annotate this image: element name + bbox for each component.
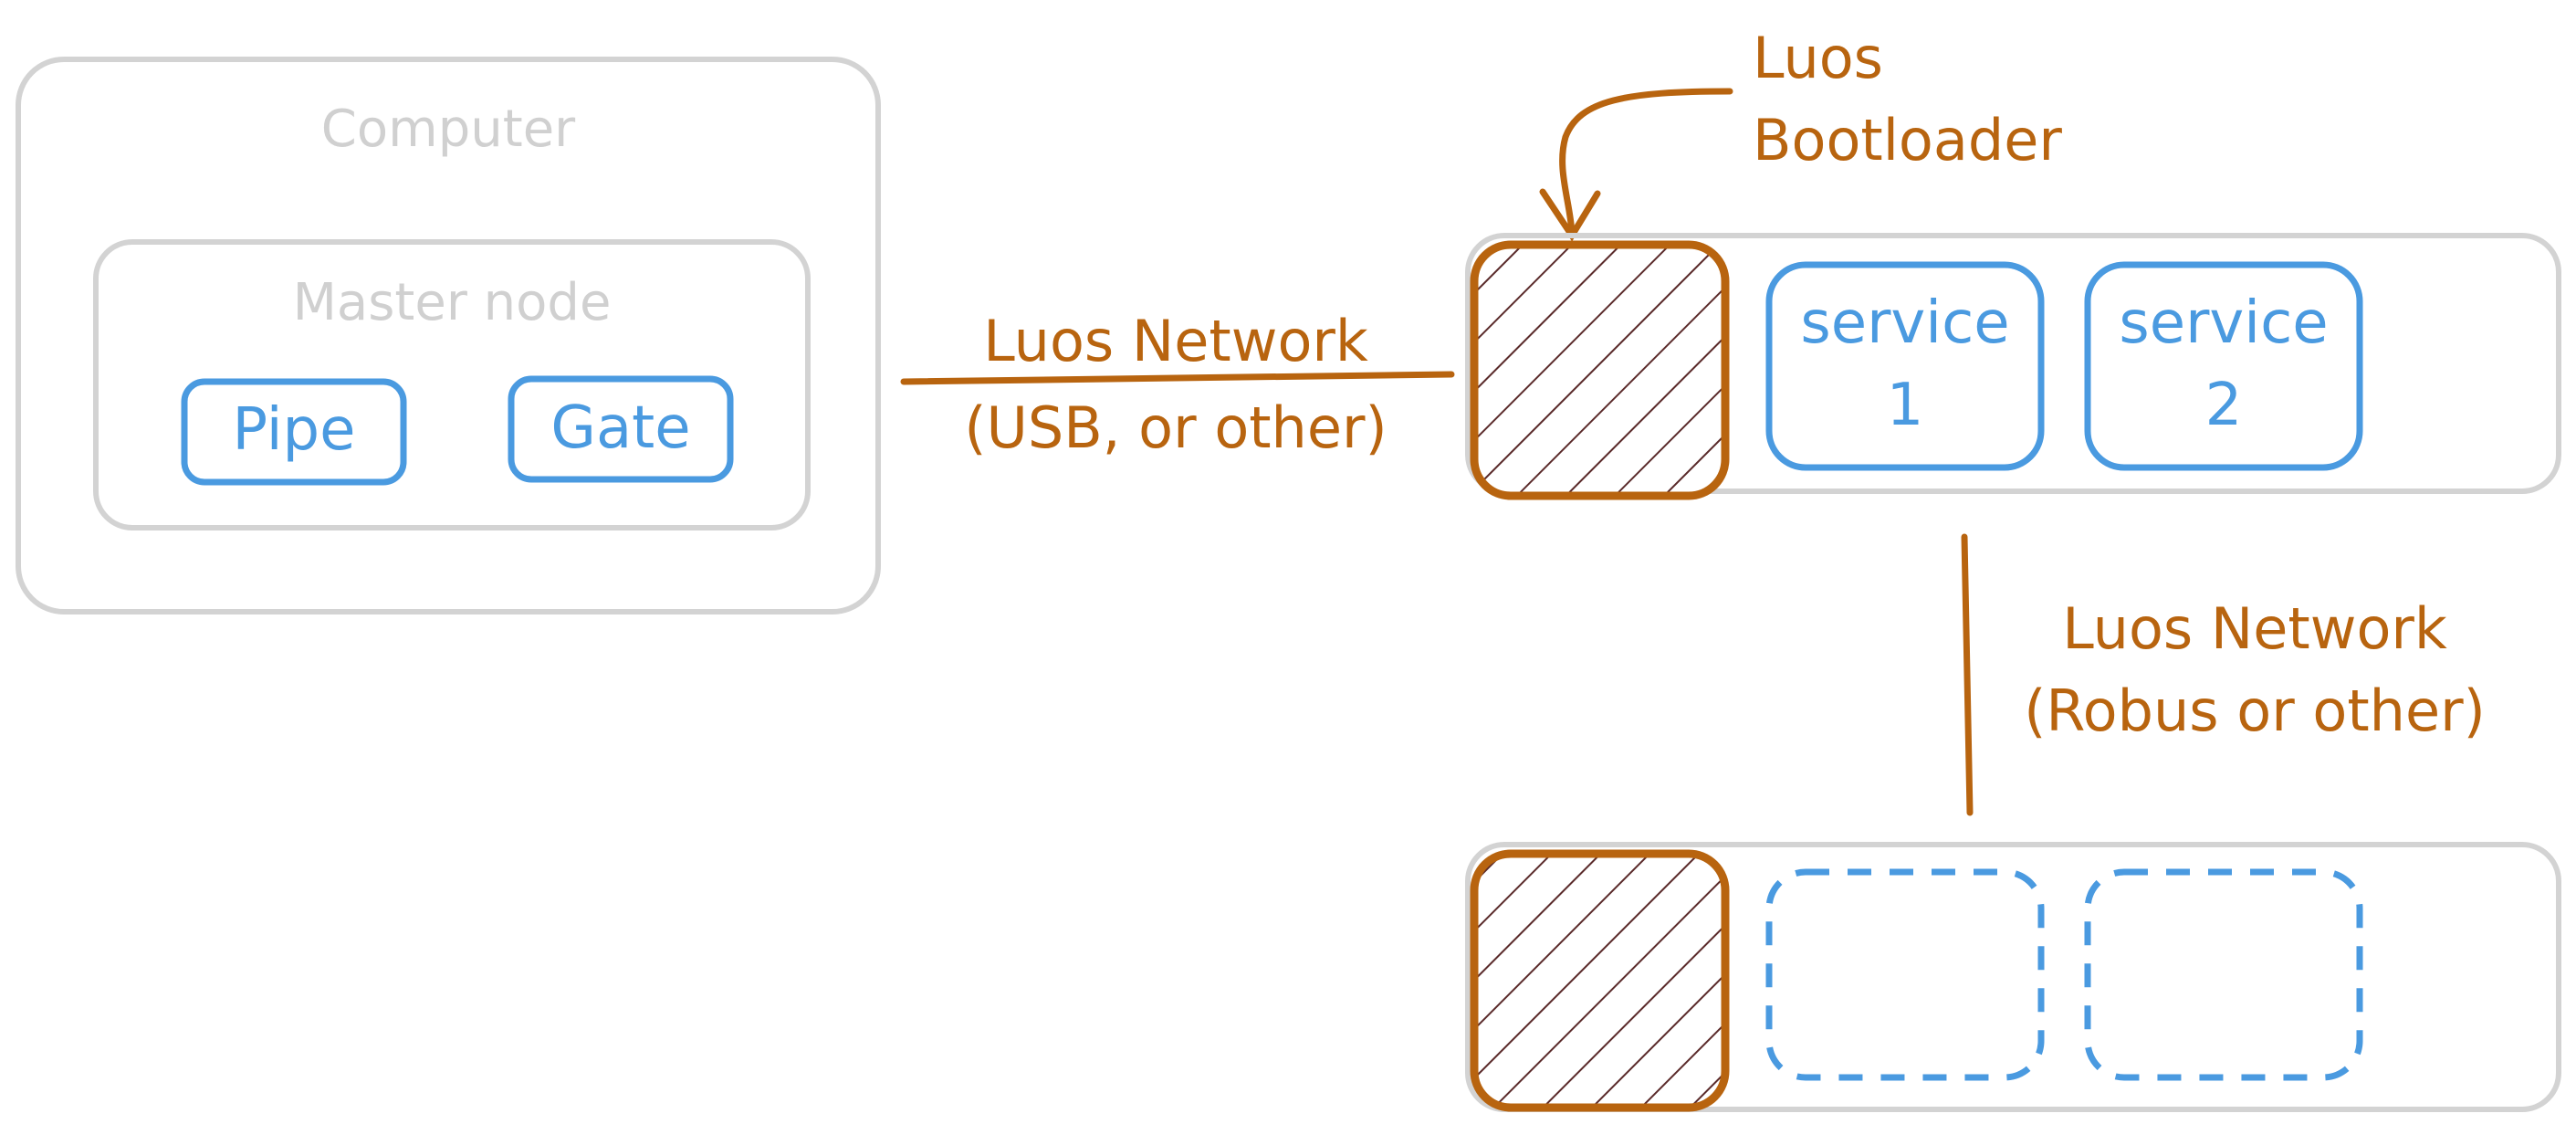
computer-title: Computer xyxy=(321,100,576,159)
pipe-service: Pipe xyxy=(181,378,407,486)
service-2-label: service xyxy=(2119,289,2328,357)
robus-network-line xyxy=(1961,533,1974,816)
node-2-bootloader xyxy=(1470,849,1730,1112)
service-2: service 2 xyxy=(2084,261,2363,471)
bootloader-label-line1: Luos xyxy=(1753,25,1883,91)
master-node-box: Master node xyxy=(93,239,811,530)
node-2-empty-slot-1 xyxy=(1765,868,2045,1081)
usb-network-sublabel: (USB, or other) xyxy=(964,394,1387,461)
service-2-number: 2 xyxy=(2205,372,2243,439)
gate-service: Gate xyxy=(508,375,734,483)
service-1-label: service xyxy=(1800,289,2009,357)
bootloader-arrow xyxy=(1559,88,1733,236)
node-2-empty-slot-2 xyxy=(2084,868,2363,1081)
service-1: service 1 xyxy=(1765,261,2045,471)
gate-label: Gate xyxy=(550,394,690,462)
computer-box: Computer xyxy=(16,57,881,615)
master-node-title: Master node xyxy=(293,273,612,332)
pipe-label: Pipe xyxy=(233,396,356,464)
node-1: service 1 service 2 xyxy=(1465,233,2561,500)
service-1-number: 1 xyxy=(1887,372,1924,439)
bootloader-label-line2: Bootloader xyxy=(1753,107,2062,173)
usb-network-label: Luos Network xyxy=(983,308,1368,374)
bootloader-callout: Luos Bootloader xyxy=(1539,25,2062,242)
node-2 xyxy=(1465,842,2561,1112)
robus-network-sublabel: (Robus or other) xyxy=(2024,678,2486,744)
usb-network-link: Luos Network (USB, or other) xyxy=(900,308,1455,461)
node-1-bootloader xyxy=(1470,240,1730,500)
robus-network-link: Luos Network (Robus or other) xyxy=(1961,533,2486,816)
robus-network-label: Luos Network xyxy=(2062,595,2447,662)
usb-network-line xyxy=(900,371,1455,385)
